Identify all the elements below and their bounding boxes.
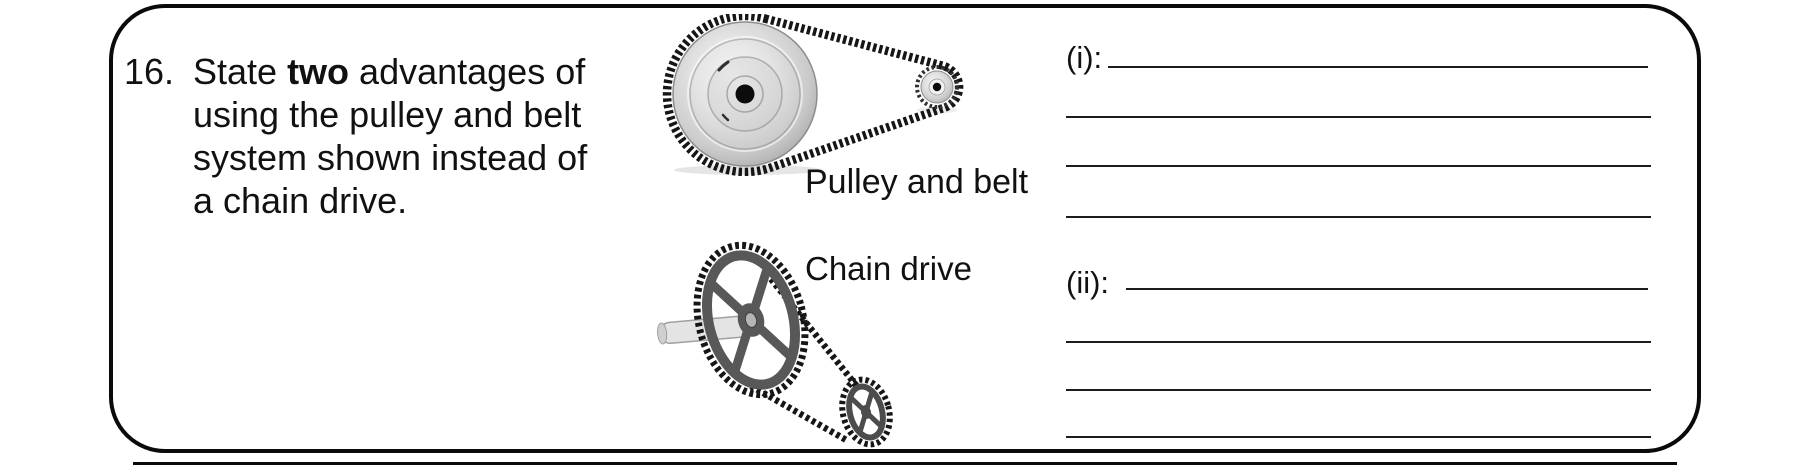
answer-line[interactable]	[1066, 436, 1651, 438]
question-text-line2: using the pulley and belt	[193, 94, 582, 135]
question-bold-word: two	[287, 51, 350, 92]
question-text-line1: State two advantages of	[193, 51, 586, 92]
question-number: 16.	[124, 51, 175, 92]
answer-label-i: (i):	[1066, 40, 1103, 75]
question-box-border	[109, 4, 1701, 453]
answer-line[interactable]	[1066, 389, 1651, 391]
answer-line[interactable]	[1066, 341, 1651, 343]
chain-drive-label: Chain drive	[805, 250, 972, 287]
answer-label-ii: (ii):	[1066, 265, 1110, 300]
answer-line[interactable]	[1066, 165, 1651, 167]
question-text: State two advantages of using the pulley…	[193, 50, 613, 222]
question-text-line4: a chain drive.	[193, 180, 408, 221]
answer-line[interactable]	[1066, 216, 1651, 218]
pulley-and-belt-image	[662, 14, 964, 176]
question-text-line3: system shown instead of	[193, 137, 588, 178]
chain-drive-image	[657, 241, 893, 448]
question-box-bottom-line	[133, 462, 1677, 465]
answer-line[interactable]	[1066, 116, 1651, 118]
answer-line[interactable]	[1108, 66, 1648, 68]
answer-line[interactable]	[1126, 288, 1648, 290]
pulley-and-belt-label: Pulley and belt	[805, 163, 1029, 201]
